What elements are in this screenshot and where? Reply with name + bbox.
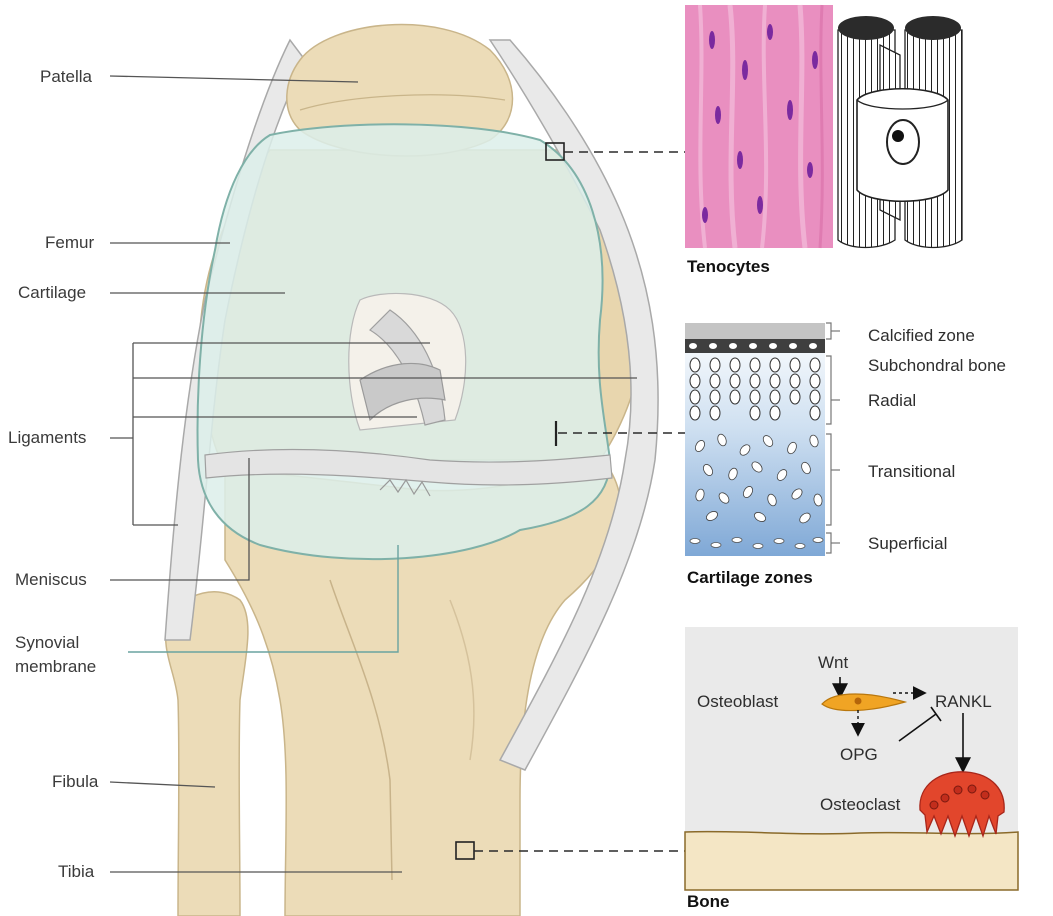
bone-label-wnt: Wnt bbox=[818, 653, 849, 672]
tenocytes-title: Tenocytes bbox=[687, 257, 770, 276]
label-meniscus: Meniscus bbox=[15, 570, 87, 589]
bone-label-rankl: RANKL bbox=[935, 692, 992, 711]
label-tibia: Tibia bbox=[58, 862, 95, 881]
bone-title: Bone bbox=[687, 892, 730, 911]
label-fibula: Fibula bbox=[52, 772, 99, 791]
label-patella: Patella bbox=[40, 67, 93, 86]
calcified-zone-band bbox=[685, 323, 825, 339]
label-femur: Femur bbox=[45, 233, 94, 252]
cartilage-zones-panel: Calcified zone Subchondral bone Radial T… bbox=[685, 323, 1006, 587]
bone-label-opg: OPG bbox=[840, 745, 878, 764]
label-synovial-line-1: Synovial bbox=[15, 633, 79, 652]
zone-brackets bbox=[826, 323, 840, 553]
tenocyte-schematic bbox=[833, 5, 968, 248]
tenocytes-panel: Tenocytes bbox=[685, 5, 968, 276]
label-ligaments: Ligaments bbox=[8, 428, 86, 447]
zone-label-subchondral: Subchondral bone bbox=[868, 356, 1006, 375]
bone-label-osteoclast: Osteoclast bbox=[820, 795, 901, 814]
zone-label-radial: Radial bbox=[868, 391, 916, 410]
osteoblast-nucleus bbox=[855, 698, 862, 705]
knee-anatomy bbox=[165, 25, 658, 916]
label-cartilage: Cartilage bbox=[18, 283, 86, 302]
cartilage-zones-title: Cartilage zones bbox=[687, 568, 813, 587]
label-synovial-line-2: membrane bbox=[15, 657, 96, 676]
bone-panel: Wnt Osteoblast RANKL OPG Osteoclast Bone bbox=[685, 627, 1018, 911]
zone-label-superficial: Superficial bbox=[868, 534, 947, 553]
zone-label-calcified: Calcified zone bbox=[868, 326, 975, 345]
bone-label-osteoblast: Osteoblast bbox=[697, 692, 779, 711]
zone-label-transitional: Transitional bbox=[868, 462, 955, 481]
bone-surface bbox=[685, 832, 1018, 890]
